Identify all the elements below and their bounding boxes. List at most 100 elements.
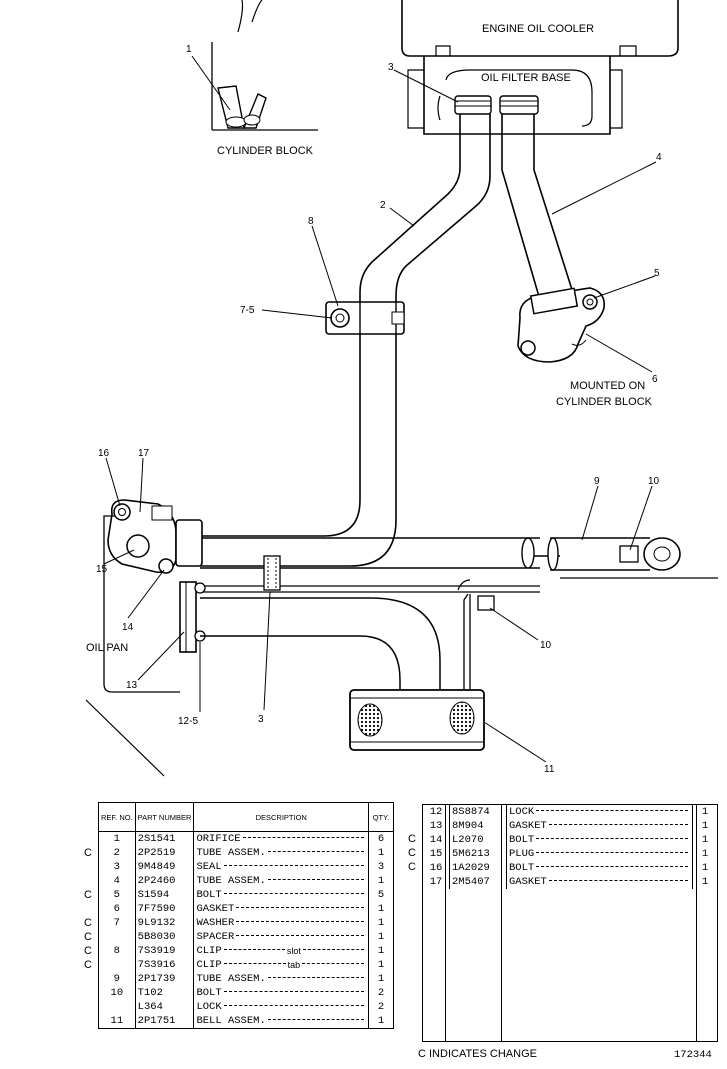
description-cell: BOLT bbox=[193, 888, 369, 902]
ref-no: 8 bbox=[99, 944, 136, 958]
part-number: 2P1739 bbox=[135, 972, 195, 986]
oil-filter-base-label: OIL FILTER BASE bbox=[481, 72, 571, 84]
part-number: 2P1751 bbox=[135, 1014, 195, 1028]
change-marker: C bbox=[84, 945, 92, 957]
description-wrap: BELL ASSEM. bbox=[196, 1014, 366, 1028]
description-cell: SPACER bbox=[193, 930, 369, 944]
part-number: 2P2519 bbox=[135, 846, 195, 860]
oil-pan-label: OIL PAN bbox=[86, 642, 128, 654]
description-cell: BOLT bbox=[506, 861, 693, 875]
ref-no: 16 bbox=[423, 861, 450, 875]
description: BELL ASSEM. bbox=[196, 1015, 266, 1027]
part-number: 9M4849 bbox=[135, 860, 195, 874]
ref-no: 13 bbox=[423, 819, 450, 833]
description: TUBE ASSEM. bbox=[196, 875, 266, 887]
callout-7-5: 7-5 bbox=[240, 305, 255, 316]
description: CLIP bbox=[196, 959, 222, 971]
leader-dots bbox=[223, 865, 364, 866]
leader-dots bbox=[223, 991, 364, 992]
callout-numbers: 1 2 3 3 4 5 6 7-5 8 9 10 10 11 12-5 13 1… bbox=[96, 44, 662, 775]
ref-no bbox=[99, 1000, 136, 1014]
description: ORIFICE bbox=[196, 833, 241, 845]
callout-2: 2 bbox=[380, 200, 386, 211]
description: LOCK bbox=[509, 806, 535, 818]
right-table-col-ref bbox=[445, 805, 446, 1041]
description-cell: BOLT bbox=[506, 833, 693, 847]
ref-no: 1 bbox=[99, 831, 136, 846]
leader-dots bbox=[223, 949, 285, 950]
part-number: 1A2029 bbox=[449, 861, 507, 875]
description: GASKET bbox=[196, 903, 235, 915]
callout-10-right: 10 bbox=[648, 476, 660, 487]
left-flange-assembly bbox=[107, 499, 203, 574]
callout-17: 17 bbox=[138, 448, 150, 459]
leader-dots bbox=[267, 879, 364, 880]
leader-dots bbox=[548, 880, 688, 881]
description: BOLT bbox=[509, 862, 535, 874]
quantity: 5 bbox=[377, 889, 385, 901]
callout-14: 14 bbox=[122, 622, 134, 633]
change-marker: C bbox=[84, 931, 92, 943]
tube-assembly-9 bbox=[200, 537, 718, 579]
part-number: 2P2460 bbox=[135, 874, 195, 888]
tube-assembly-2 bbox=[200, 114, 491, 567]
change-marker: C bbox=[84, 847, 92, 859]
quantity: 1 bbox=[701, 862, 709, 874]
quantity: 3 bbox=[377, 861, 385, 873]
description-wrap: LOCK bbox=[509, 805, 690, 819]
quantity: 1 bbox=[377, 1015, 385, 1027]
description-wrap: GASKET bbox=[509, 875, 690, 889]
quantity: 2 bbox=[377, 987, 385, 999]
exploded-parts-diagram: ENGINE OIL COOLER OIL FILTER BASE bbox=[85, 0, 718, 777]
ref-no bbox=[99, 930, 136, 944]
part-number: 5M6213 bbox=[449, 847, 507, 861]
document-number: 172344 bbox=[674, 1049, 712, 1061]
change-marker: C bbox=[84, 917, 92, 929]
parts-table-header: REF. NO. PART NUMBER DESCRIPTION QTY. bbox=[99, 803, 393, 832]
leader-dots bbox=[267, 851, 364, 852]
change-marker: C bbox=[408, 847, 416, 859]
change-marker: C bbox=[84, 959, 92, 971]
part-number: L2070 bbox=[449, 833, 507, 847]
ref-no: 6 bbox=[99, 902, 136, 916]
header-part-number: PART NUMBER bbox=[135, 803, 195, 832]
description-wrap: ORIFICE bbox=[196, 832, 366, 846]
right-table-col-part bbox=[501, 805, 502, 1041]
part-number: 8M904 bbox=[449, 819, 507, 833]
ref-no: 15 bbox=[423, 847, 450, 861]
cylinder-block-flange bbox=[517, 287, 606, 363]
description-wrap: SPACER bbox=[196, 930, 366, 944]
leader-lines bbox=[103, 55, 657, 763]
description: GASKET bbox=[509, 876, 547, 888]
callout-15: 15 bbox=[96, 564, 108, 575]
engine-oil-cooler: ENGINE OIL COOLER bbox=[401, 0, 679, 57]
description-cell: BELL ASSEM. bbox=[193, 1014, 369, 1028]
ref-no: 5 bbox=[99, 888, 136, 902]
part-number: T102 bbox=[135, 986, 195, 1000]
right-table-col-qty bbox=[696, 805, 697, 1041]
leader-dots bbox=[302, 963, 365, 964]
description-cell: WASHER bbox=[193, 916, 369, 930]
description-wrap: SEAL bbox=[196, 860, 366, 874]
leader-dots bbox=[236, 935, 364, 936]
header-qty: QTY. bbox=[368, 803, 393, 832]
description-cell: TUBE ASSEM. bbox=[193, 972, 369, 986]
part-number: 5B8030 bbox=[135, 930, 195, 944]
part-number: 7S3916 bbox=[135, 958, 195, 972]
description-cell: GASKET bbox=[506, 819, 693, 833]
cylinder-block-detail: CYLINDER BLOCK bbox=[211, 0, 318, 157]
callout-4: 4 bbox=[656, 152, 662, 163]
description-wrap: TUBE ASSEM. bbox=[196, 874, 366, 888]
